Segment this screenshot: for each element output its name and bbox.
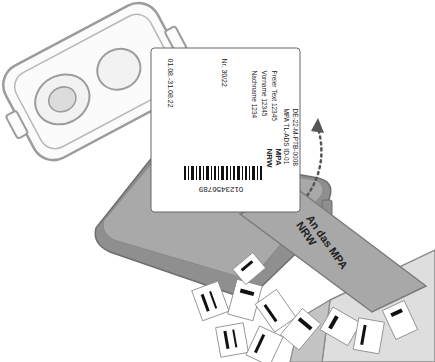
approval-text: MPA TL-ADS ID-01 — [282, 109, 289, 165]
approval-text: DE-22-M-PTB-0008 — [291, 109, 298, 166]
number-text: Nr. 30/22 — [220, 59, 228, 87]
label-slips — [192, 253, 418, 362]
dosimeter-label-card: 01.08.-31.08.22 Nr. 30/22 Nachname 1234Vor… — [151, 48, 301, 213]
issuer-text: MPA NRW — [264, 149, 282, 179]
free-text: Freier Text 12345 — [270, 71, 277, 121]
barcode-number: 0123456789 — [199, 184, 244, 193]
name-text: Vorname 12345 — [260, 71, 267, 117]
rotation-arrow — [300, 118, 324, 205]
period-text: 01.08.-31.08.22 — [166, 59, 174, 108]
box-address: An das MPA NRW — [294, 212, 354, 283]
box-lid: An das MPA NRW — [275, 220, 385, 280]
name-text: Nachname 1234 — [250, 71, 257, 119]
